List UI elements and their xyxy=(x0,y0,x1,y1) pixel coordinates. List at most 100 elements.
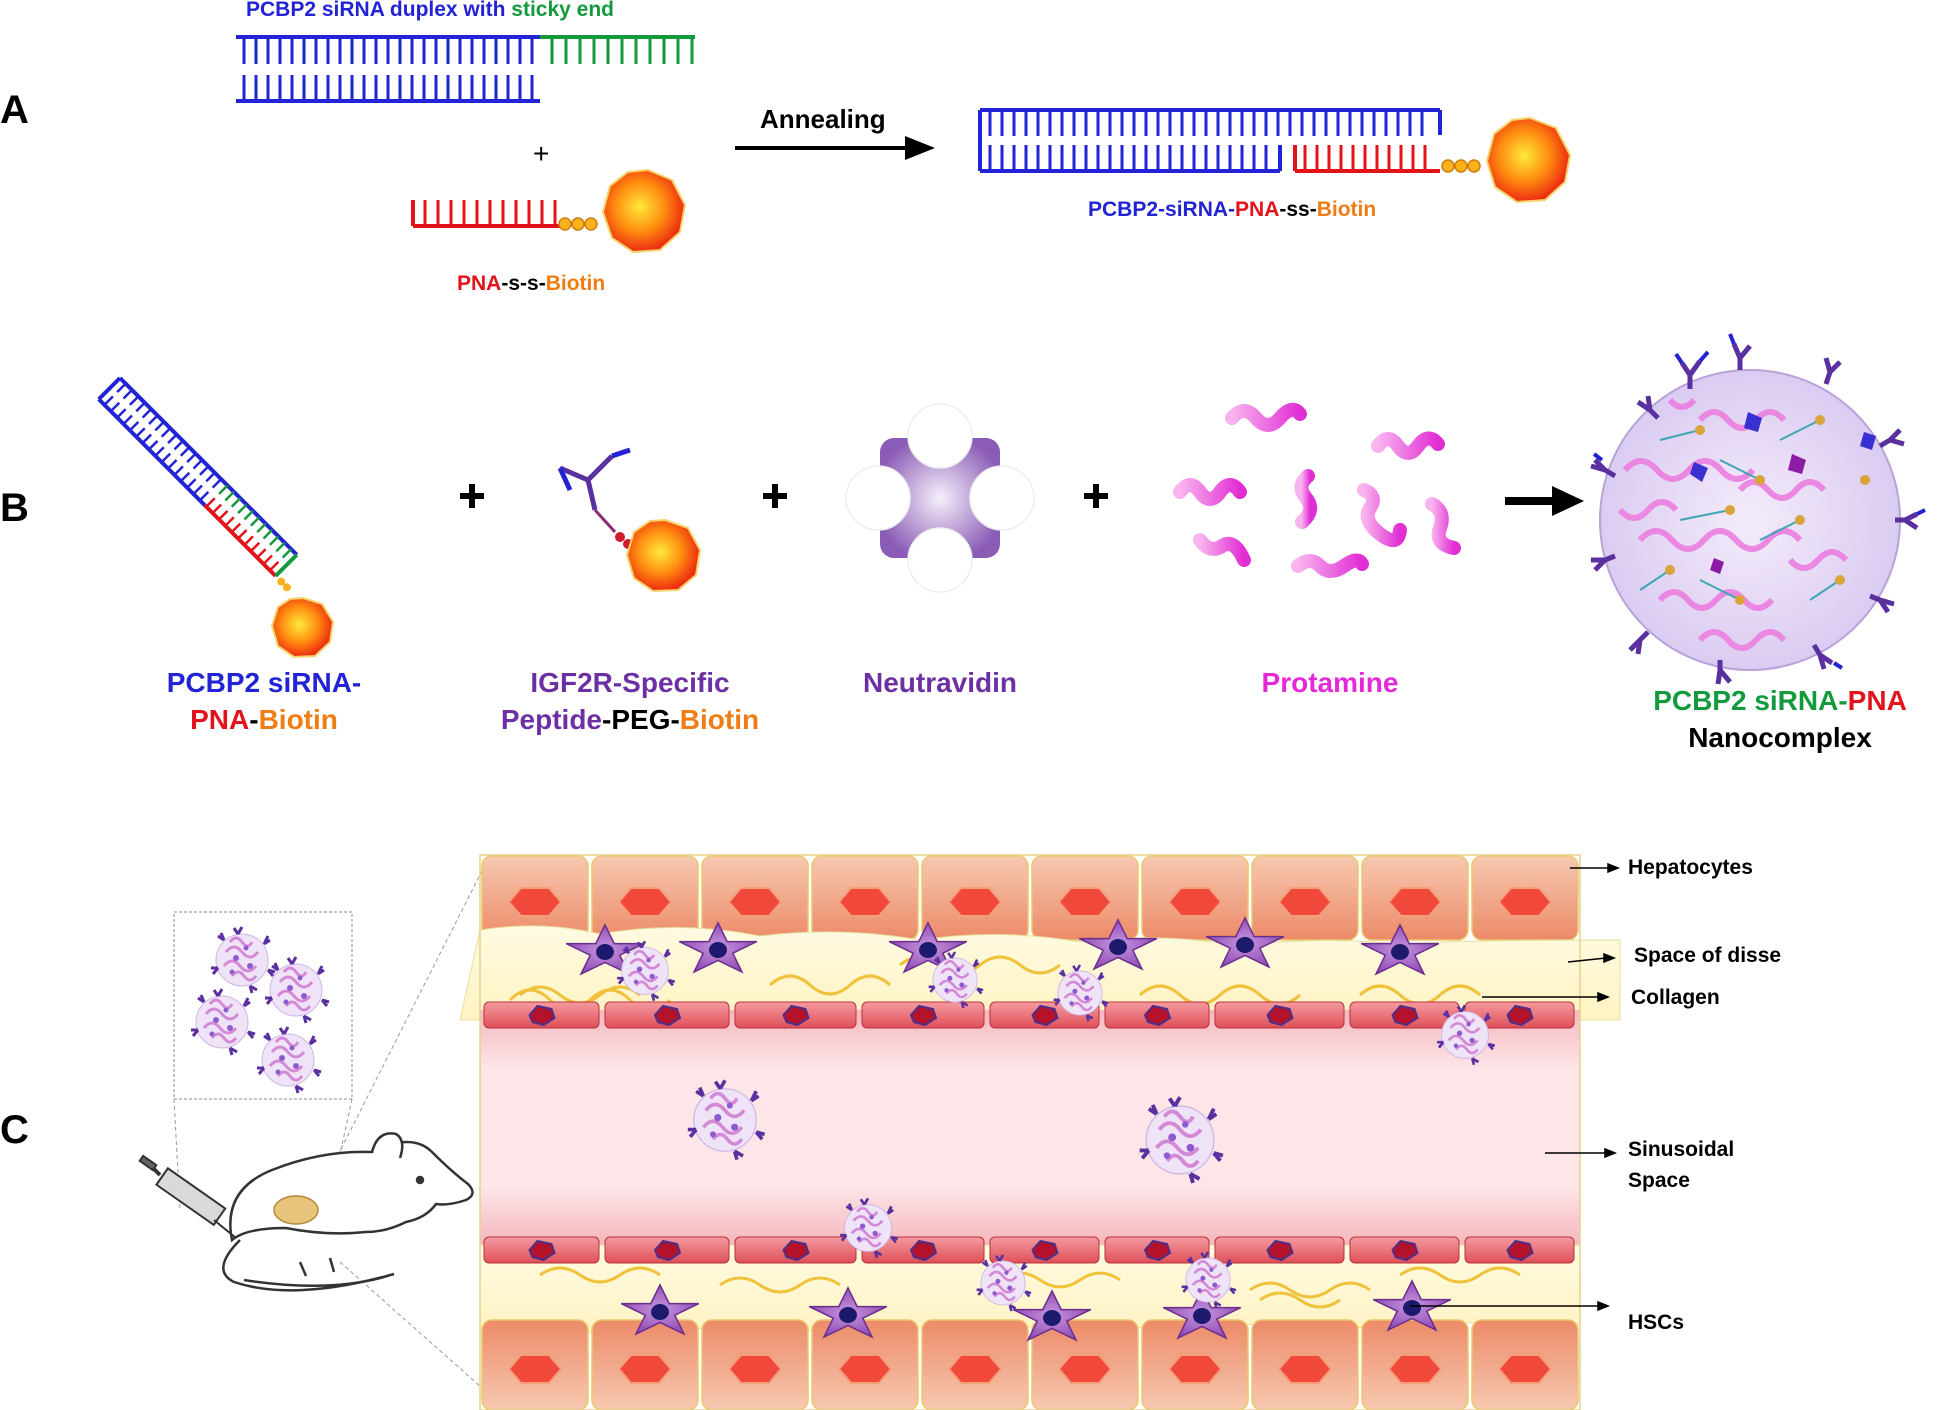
base-pair-tick xyxy=(122,414,133,425)
hsc-nucleus xyxy=(1236,937,1254,953)
hepatocyte-nucleus xyxy=(507,1354,563,1384)
base-pair-tick xyxy=(243,510,254,521)
base-pair-tick xyxy=(243,535,254,546)
base-pair-tick xyxy=(129,420,140,432)
base-pair-tick xyxy=(148,440,159,451)
hepatocyte-nucleus xyxy=(837,887,893,917)
protamine-label: Protamine xyxy=(1261,667,1399,698)
base-pair-tick xyxy=(211,478,223,489)
base-pair-tick xyxy=(141,408,152,419)
endothelial-nucleus xyxy=(1266,1004,1294,1027)
mouse-illustration xyxy=(222,1132,474,1292)
base-pair-tick xyxy=(211,503,223,514)
base-pair-tick xyxy=(116,382,127,394)
sirna-pna-ss-biotin-product xyxy=(978,108,1572,204)
product-label: PCBP2-siRNA-PNA-ss-Biotin xyxy=(1088,198,1377,221)
hepatocyte-nucleus xyxy=(1057,1354,1113,1384)
hepatocyte-nucleus xyxy=(617,1354,673,1384)
endothelial-nucleus xyxy=(1031,1239,1059,1262)
base-pair-tick xyxy=(122,389,133,400)
sinusoidal-label-line2: Space xyxy=(1628,1169,1690,1192)
base-pair-tick xyxy=(230,522,242,534)
hepatocyte-nucleus xyxy=(1167,887,1223,917)
base-pair-tick xyxy=(167,459,178,470)
pna-ss-biotin xyxy=(411,168,687,254)
hepatocyte-nucleus xyxy=(1057,887,1113,917)
endothelial-nucleus xyxy=(1266,1239,1294,1262)
base-pair-tick xyxy=(160,452,172,464)
neutravidin-label: Neutravidin xyxy=(862,667,1018,698)
collagen-label: Collagen xyxy=(1631,986,1720,1009)
hepatocyte-nucleus xyxy=(1387,1354,1443,1384)
sirna-duplex-sticky xyxy=(236,35,695,103)
panel-b-label: B xyxy=(0,486,29,530)
pointer-arrows xyxy=(1410,862,1621,1312)
base-pair-tick xyxy=(148,414,159,425)
hepatocyte-nucleus xyxy=(947,1354,1003,1384)
hsc-nucleus xyxy=(919,942,937,958)
hepatocyte-nucleus xyxy=(1277,887,1333,917)
hsc-nucleus xyxy=(1193,1308,1211,1324)
base-pair-tick xyxy=(230,497,242,508)
panel-a-graphics xyxy=(236,35,1572,254)
base-pair-tick xyxy=(205,497,216,508)
hsc-nucleus xyxy=(1043,1310,1061,1326)
base-pair-tick xyxy=(218,484,229,495)
base-pair-tick xyxy=(154,420,165,432)
endothelial-nucleus xyxy=(1506,1004,1534,1027)
base-pair-tick xyxy=(186,452,197,464)
panel-a-label: A xyxy=(0,88,29,132)
base-pair-tick xyxy=(269,535,280,546)
base-pair-tick xyxy=(160,427,172,438)
base-pair-tick xyxy=(262,554,273,565)
base-pair-tick xyxy=(218,510,229,521)
hsc-nucleus xyxy=(709,942,727,958)
annealing-arrow xyxy=(735,136,935,160)
hsc-nucleus xyxy=(596,944,614,960)
endothelial-nucleus xyxy=(1506,1239,1534,1262)
base-pair-tick xyxy=(135,427,146,438)
annealing-label: Annealing xyxy=(760,104,886,134)
base-pair-tick xyxy=(224,516,235,527)
hepatocyte-nucleus xyxy=(947,887,1003,917)
nanocomplex-sphere xyxy=(1590,333,1926,685)
sirna-pna-biotin-label: PCBP2 siRNA- PNA-Biotin xyxy=(166,667,362,735)
hsc-nucleus xyxy=(1403,1300,1421,1316)
base-pair-tick xyxy=(237,529,248,540)
hepatocytes-label: Hepatocytes xyxy=(1628,856,1753,879)
panel-c-label: C xyxy=(0,1108,29,1152)
endothelial-nucleus xyxy=(528,1239,556,1262)
base-pair-tick xyxy=(173,440,184,451)
base-pair-tick xyxy=(224,490,235,502)
syringe-illustration xyxy=(138,1154,237,1239)
base-pair-tick xyxy=(192,484,203,495)
base-pair-tick xyxy=(237,503,248,514)
base-pair-tick xyxy=(154,446,165,457)
base-pair-tick xyxy=(269,560,280,572)
endothelial-nucleus xyxy=(1143,1004,1172,1027)
hepatocyte-nucleus xyxy=(1497,1354,1553,1384)
endothelial-nucleus xyxy=(1031,1004,1059,1027)
endothelial-nucleus xyxy=(782,1004,810,1027)
endothelial-nucleus xyxy=(909,1004,938,1027)
hsc-nucleus xyxy=(839,1307,857,1323)
hsc-nucleus xyxy=(1109,939,1127,955)
panel-b-graphics xyxy=(97,333,1926,685)
base-pair-tick xyxy=(192,459,203,470)
peptide-peg-biotin-label: IGF2R-Specific Peptide-PEG-Biotin xyxy=(500,667,760,735)
sinusoidal-label-line1: Sinusoidal xyxy=(1628,1138,1735,1161)
inset-nanoparticles xyxy=(173,911,353,1100)
liver-section xyxy=(459,854,1621,1410)
panel-c-graphics xyxy=(138,854,1621,1410)
base-pair-tick xyxy=(281,548,293,559)
base-pair-tick xyxy=(199,465,210,476)
base-pair-tick xyxy=(103,395,114,406)
space-of-disse-label: Space of disse xyxy=(1634,944,1782,967)
endothelial-nucleus xyxy=(653,1239,682,1262)
endothelial-nucleus xyxy=(1391,1239,1419,1262)
neutravidin-shape xyxy=(845,403,1035,593)
base-pair-tick xyxy=(109,401,121,413)
endothelial-nucleus xyxy=(782,1239,810,1262)
base-pair-tick xyxy=(262,529,273,540)
